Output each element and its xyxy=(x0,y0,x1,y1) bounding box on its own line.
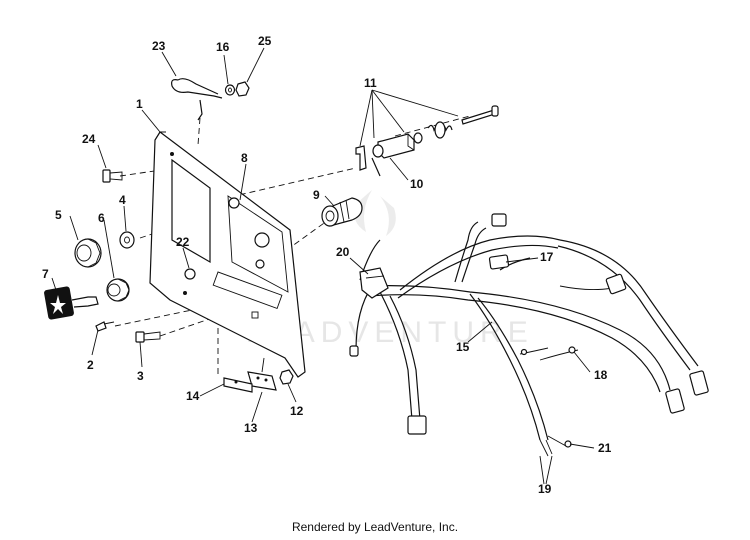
callout-11: 11 xyxy=(364,76,377,90)
callout-25: 25 xyxy=(258,34,272,48)
callout-3: 3 xyxy=(137,369,144,383)
callout-1: 1 xyxy=(136,97,143,111)
callout-6: 6 xyxy=(98,211,105,225)
knob-6 xyxy=(106,278,130,302)
bracket-13 xyxy=(223,357,277,393)
callout-5: 5 xyxy=(55,208,62,222)
washer-16 xyxy=(224,84,236,96)
callout-12: 12 xyxy=(290,404,304,418)
callout-23: 23 xyxy=(152,39,166,53)
washer-4 xyxy=(119,231,135,249)
callout-22: 22 xyxy=(176,235,190,249)
callout-24: 24 xyxy=(82,132,96,146)
nut-25 xyxy=(235,81,250,97)
callout-10: 10 xyxy=(410,177,424,191)
callout-18: 18 xyxy=(594,368,608,382)
footer-credit: Rendered by LeadVenture, Inc. xyxy=(291,520,459,534)
pin-2 xyxy=(95,321,115,332)
callouts: 1 2 3 4 5 6 7 8 9 10 11 12 13 14 15 16 1… xyxy=(42,34,612,496)
callout-9: 9 xyxy=(313,188,320,202)
callout-17: 17 xyxy=(540,250,554,264)
callout-16: 16 xyxy=(216,40,230,54)
callout-19: 19 xyxy=(538,482,552,496)
callout-2: 2 xyxy=(87,358,94,372)
mounting-plate xyxy=(149,131,306,378)
screw-3 xyxy=(135,331,161,343)
spring-11 xyxy=(413,105,499,144)
callout-15: 15 xyxy=(456,340,470,354)
knob-5 xyxy=(74,238,102,268)
leader-lines xyxy=(51,47,595,485)
key-7 xyxy=(44,286,99,320)
callout-21: 21 xyxy=(598,441,612,455)
callout-20: 20 xyxy=(336,245,350,259)
callout-4: 4 xyxy=(119,193,126,207)
switch-9 xyxy=(321,197,363,227)
hairpin-clip xyxy=(171,78,223,121)
callout-8: 8 xyxy=(241,151,248,165)
nut-12 xyxy=(279,369,294,385)
screw-24 xyxy=(102,169,123,183)
callout-13: 13 xyxy=(244,421,258,435)
callout-7: 7 xyxy=(42,267,49,281)
solenoid-10 xyxy=(355,133,415,177)
nut-22 xyxy=(184,268,196,280)
callout-14: 14 xyxy=(186,389,200,403)
